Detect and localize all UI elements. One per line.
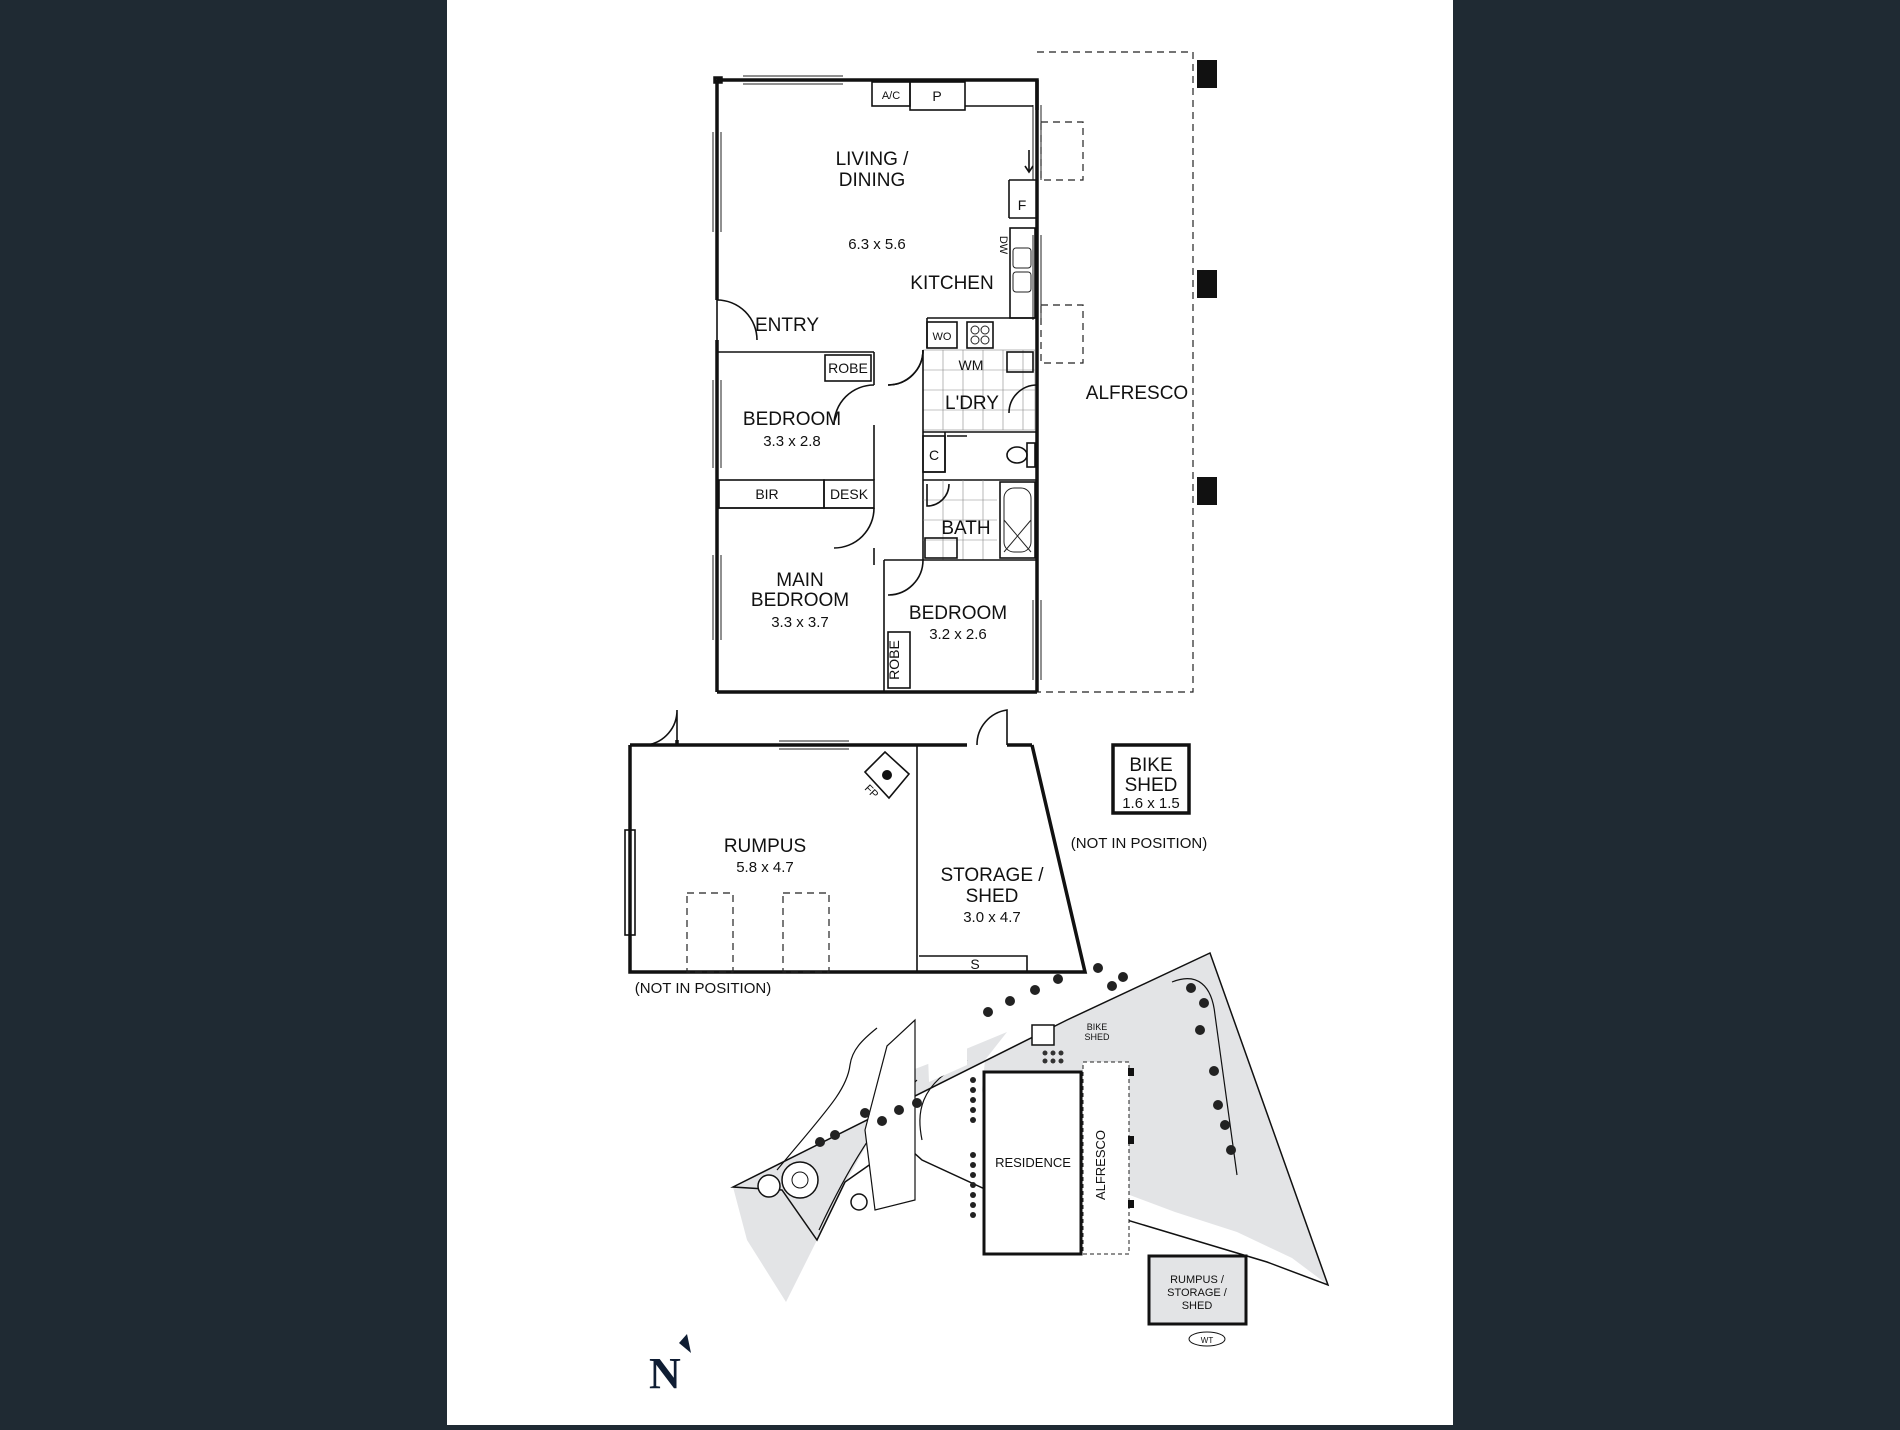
bike-shed-size: 1.6 x 1.5 [1122,795,1180,812]
laundry-label: L'DRY [945,393,999,414]
storage-size: 3.0 x 4.7 [963,909,1021,926]
main-house: A/C P F DW WO [712,51,1217,694]
rumpus-label: RUMPUS [724,836,806,857]
living-size: 6.3 x 5.6 [848,236,906,253]
fridge-label: F [1018,197,1027,213]
rumpus-not-in-position: (NOT IN POSITION) [635,980,771,997]
bath-tiles [923,480,997,560]
main-bedroom-label-2: BEDROOM [751,590,849,611]
north-arrow-icon [679,1334,691,1353]
washing-machine-label: WM [959,357,984,373]
site-plan: RESIDENCE ALFRESCO BIKE SHED RUMPUS / ST… [730,951,1330,1347]
site-residence-label: RESIDENCE [995,1155,1071,1170]
entry-label: ENTRY [755,315,819,336]
living-label-2: DINING [839,170,906,191]
robe-label-2: ROBE [886,640,902,680]
desk-label: DESK [830,486,869,502]
main-bedroom-label-1: MAIN [776,570,824,591]
bedroom2-size: 3.2 x 2.6 [929,626,987,643]
robe-label-1: ROBE [828,360,868,376]
bike-not-in-position: (NOT IN POSITION) [1071,835,1207,852]
rumpus-size: 5.8 x 4.7 [736,859,794,876]
storage-label-1: STORAGE / [940,865,1044,886]
rumpus-building: FP S RUMPUS 5.8 x 4.7 STORAGE / SHED 3.0… [624,709,1088,997]
bike-shed: BIKE SHED 1.6 x 1.5 (NOT IN POSITION) [1071,743,1207,852]
storage-label-2: SHED [966,886,1019,907]
laundry-tiles [922,349,1036,431]
pantry-label: P [932,88,941,104]
site-alfresco-label: ALFRESCO [1093,1130,1108,1200]
shelf-label: S [970,956,979,972]
site-rumpus-label-1: RUMPUS / [1170,1274,1225,1286]
north-label: N [649,1349,681,1398]
ac-label: A/C [882,90,900,102]
bath-label: BATH [941,518,990,539]
site-bike-label-2: SHED [1084,1032,1110,1042]
site-rumpus-label-3: SHED [1182,1300,1213,1312]
bike-shed-label-2: SHED [1125,775,1178,796]
north-arrow: N [649,1334,691,1398]
bir-label: BIR [755,486,778,502]
site-rumpus-label-2: STORAGE / [1167,1287,1228,1299]
bedroom1-size: 3.3 x 2.8 [763,433,821,450]
bike-shed-label-1: BIKE [1129,755,1172,776]
bedroom1-label: BEDROOM [743,409,841,430]
floor-plan-drawing: A/C P F DW WO [624,51,1330,1398]
bedroom2-label: BEDROOM [909,603,1007,624]
wall-oven-label: WO [933,331,952,343]
living-label-1: LIVING / [836,149,910,170]
alfresco-label: ALFRESCO [1086,383,1188,404]
kitchen-label: KITCHEN [910,273,993,294]
cupboard-label: C [929,447,939,463]
site-bike-label-1: BIKE [1087,1022,1108,1032]
floor-plan-sheet: A/C P F DW WO [447,0,1453,1425]
site-water-tank-label: WT [1201,1336,1214,1345]
dishwasher-label: DW [997,236,1009,255]
main-bedroom-size: 3.3 x 3.7 [771,614,829,631]
